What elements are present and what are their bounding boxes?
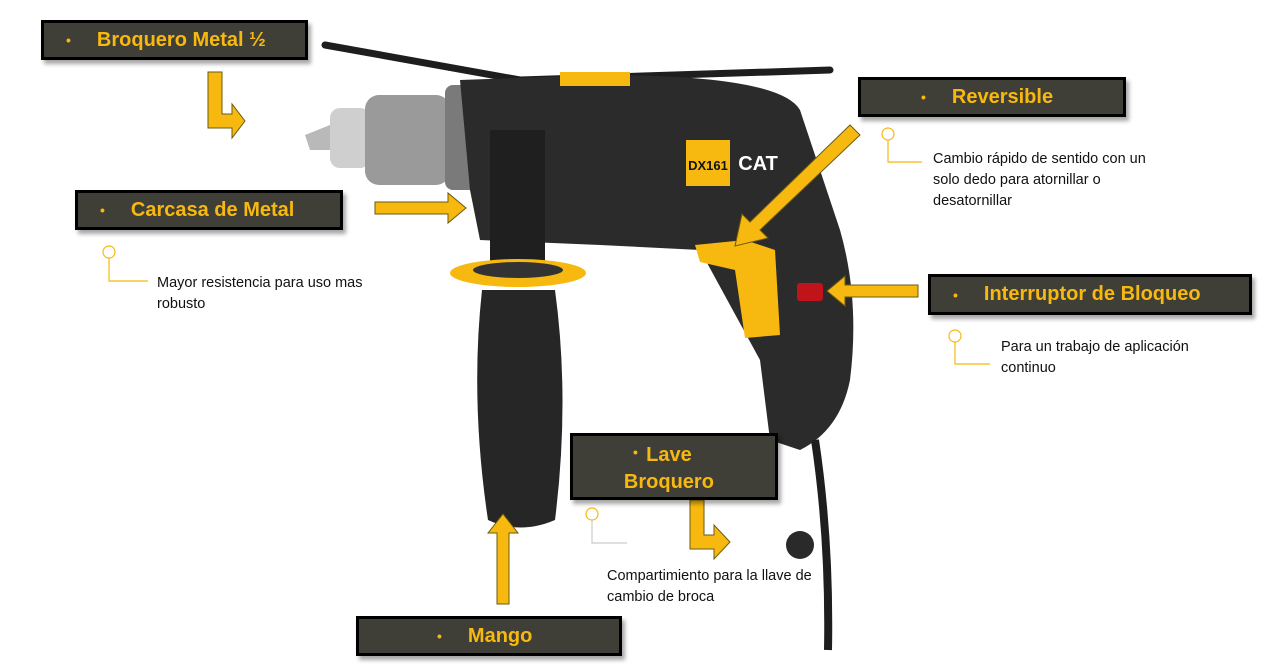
feature-description-interruptor: Para un trabajo de aplicación continuo xyxy=(1001,339,1189,376)
arrow-lave xyxy=(689,499,731,561)
feature-label-interruptor: • Interruptor de Bloqueo xyxy=(928,274,1252,315)
arrow-mango xyxy=(486,513,520,605)
arrow-broquero xyxy=(207,71,246,140)
feature-label-reversible: • Reversible xyxy=(858,77,1126,117)
bullet: • xyxy=(66,32,71,48)
feature-title: Interruptor de Bloqueo xyxy=(983,283,1201,305)
lock-button xyxy=(797,283,823,301)
feature-description-lave: Compartimiento para la llave de cambio d… xyxy=(607,568,812,605)
feature-label-broquero: • Broquero Metal ½ xyxy=(41,20,308,60)
bullet: • xyxy=(100,202,105,218)
arrow-reversible xyxy=(734,124,861,247)
feature-title: Carcasa de Metal xyxy=(130,198,295,221)
feature-description-carcasa: Mayor resistencia para uso mas robusto xyxy=(157,275,363,312)
svg-text:CAT: CAT xyxy=(738,153,778,175)
feature-title: Reversible xyxy=(951,85,1054,108)
bullet: • xyxy=(953,286,958,303)
feature-description-reversible: Cambio rápido de sentido con un solo ded… xyxy=(933,151,1146,209)
feature-title: Lave Broquero xyxy=(623,444,714,493)
bullet: • xyxy=(633,444,638,460)
svg-text:DX161: DX161 xyxy=(688,158,728,173)
arrow-carcasa xyxy=(374,191,467,225)
feature-label-mango: • Mango xyxy=(356,616,622,656)
bullet: • xyxy=(921,89,926,105)
feature-label-carcasa: • Carcasa de Metal xyxy=(75,190,343,230)
feature-title: Mango xyxy=(467,624,533,647)
feature-title: Broquero Metal ½ xyxy=(96,28,266,51)
model-badge xyxy=(686,140,730,186)
arrow-interruptor xyxy=(826,274,919,308)
feature-label-lave: • Lave Broquero xyxy=(570,433,778,500)
bullet: • xyxy=(437,628,442,644)
